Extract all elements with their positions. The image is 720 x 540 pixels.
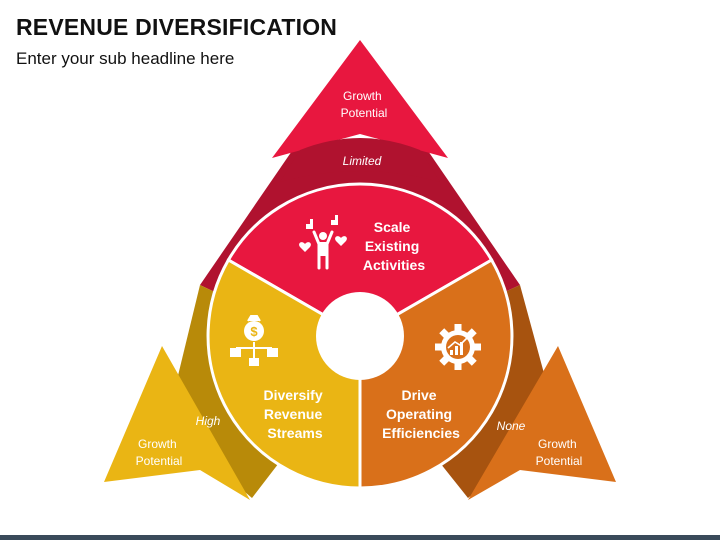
level-label-none: None (497, 419, 526, 433)
arrow-right (468, 346, 616, 500)
money-bag-flow-icon: $ (230, 315, 278, 366)
person-cheering-icon (299, 215, 347, 270)
segment-label-scale: Scale Existing Activities (363, 219, 425, 273)
bottom-bar (0, 535, 720, 540)
arrow-top (272, 40, 448, 158)
arrow-label-top: Growth Potential (341, 89, 388, 120)
gear-tooth (473, 343, 481, 351)
segment-label-drive: Drive Operating Efficiencies (382, 387, 460, 441)
arrow-label-right: Growth Potential (536, 437, 583, 468)
gear-tooth (454, 324, 462, 332)
arrow-label-left: Growth Potential (136, 437, 183, 468)
level-label-limited: Limited (343, 154, 382, 168)
page-subtitle: Enter your sub headline here (16, 49, 235, 68)
gear-tooth (435, 343, 443, 351)
arrow-left (104, 346, 250, 500)
gear-tooth (454, 362, 462, 370)
level-label-high: High (196, 414, 221, 428)
ring-center-hole (316, 292, 404, 380)
svg-text:$: $ (250, 324, 258, 339)
segment-label-diversify: Diversify Revenue Streams (263, 387, 326, 441)
page-title: REVENUE DIVERSIFICATION (16, 14, 338, 40)
arrow-top-band (280, 138, 440, 182)
segment-scale-existing-activities (226, 182, 494, 338)
gear-chart-icon (435, 324, 481, 370)
